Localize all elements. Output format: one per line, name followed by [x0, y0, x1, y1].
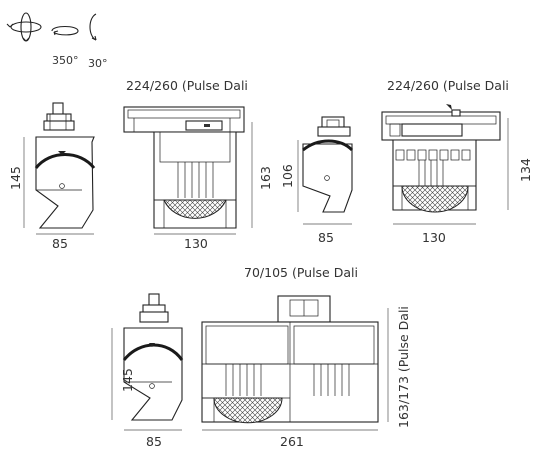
dim-side-height: 106: [280, 140, 299, 212]
side-width-label: 85: [146, 434, 162, 449]
fins-right: [313, 364, 350, 396]
front-title: 224/260 (Pulse Dali: [387, 78, 509, 93]
dim-side-height: 145: [8, 137, 25, 228]
top-right-side-view: [302, 116, 354, 213]
dim-side-width: 85: [36, 233, 94, 251]
vertical-rotation-icon: [89, 13, 97, 41]
vertical-rotation-label: 30°: [88, 57, 108, 70]
front-height-label: 163/173 (Pulse Dali: [396, 306, 411, 428]
dim-side-width: 85: [124, 429, 182, 449]
top-right-front-view: [381, 104, 501, 213]
fins-left: [225, 364, 262, 396]
dim-front-height: 163: [251, 122, 273, 228]
horizontal-rotation-label: 350°: [52, 54, 79, 67]
rotation-both-icon: [6, 12, 42, 42]
side-width-label: 85: [318, 230, 334, 245]
front-title: 224/260 (Pulse Dali: [126, 78, 248, 93]
dim-front-width: 130: [154, 233, 236, 251]
side-width-label: 85: [52, 236, 68, 251]
rotation-legend: 350° 30°: [6, 12, 108, 70]
bottom-front-view: [201, 295, 379, 424]
front-title: 70/105 (Pulse Dali: [244, 265, 358, 280]
dim-front-width: 130: [393, 223, 476, 245]
front-height-label: 163: [258, 166, 273, 190]
bottom-side-view: [122, 293, 184, 421]
side-height-label: 145: [120, 368, 135, 392]
side-height-label: 145: [8, 166, 23, 190]
front-width-label: 261: [280, 434, 304, 449]
side-height-label: 106: [280, 164, 295, 188]
top-left-side-view: [34, 102, 96, 229]
heatsink-fins: [395, 149, 471, 161]
front-height-label: 134: [518, 158, 533, 182]
dim-side-width: 85: [303, 223, 352, 245]
dim-front-height: 163/173 (Pulse Dali: [387, 306, 411, 428]
front-width-label: 130: [422, 230, 446, 245]
top-left-front-view: [123, 106, 245, 229]
horizontal-rotation-icon: [51, 25, 79, 36]
front-width-label: 130: [184, 236, 208, 251]
dim-front-height: 134: [507, 118, 533, 210]
dim-front-width: 261: [202, 429, 378, 449]
dim-side-height: 145: [111, 328, 135, 420]
